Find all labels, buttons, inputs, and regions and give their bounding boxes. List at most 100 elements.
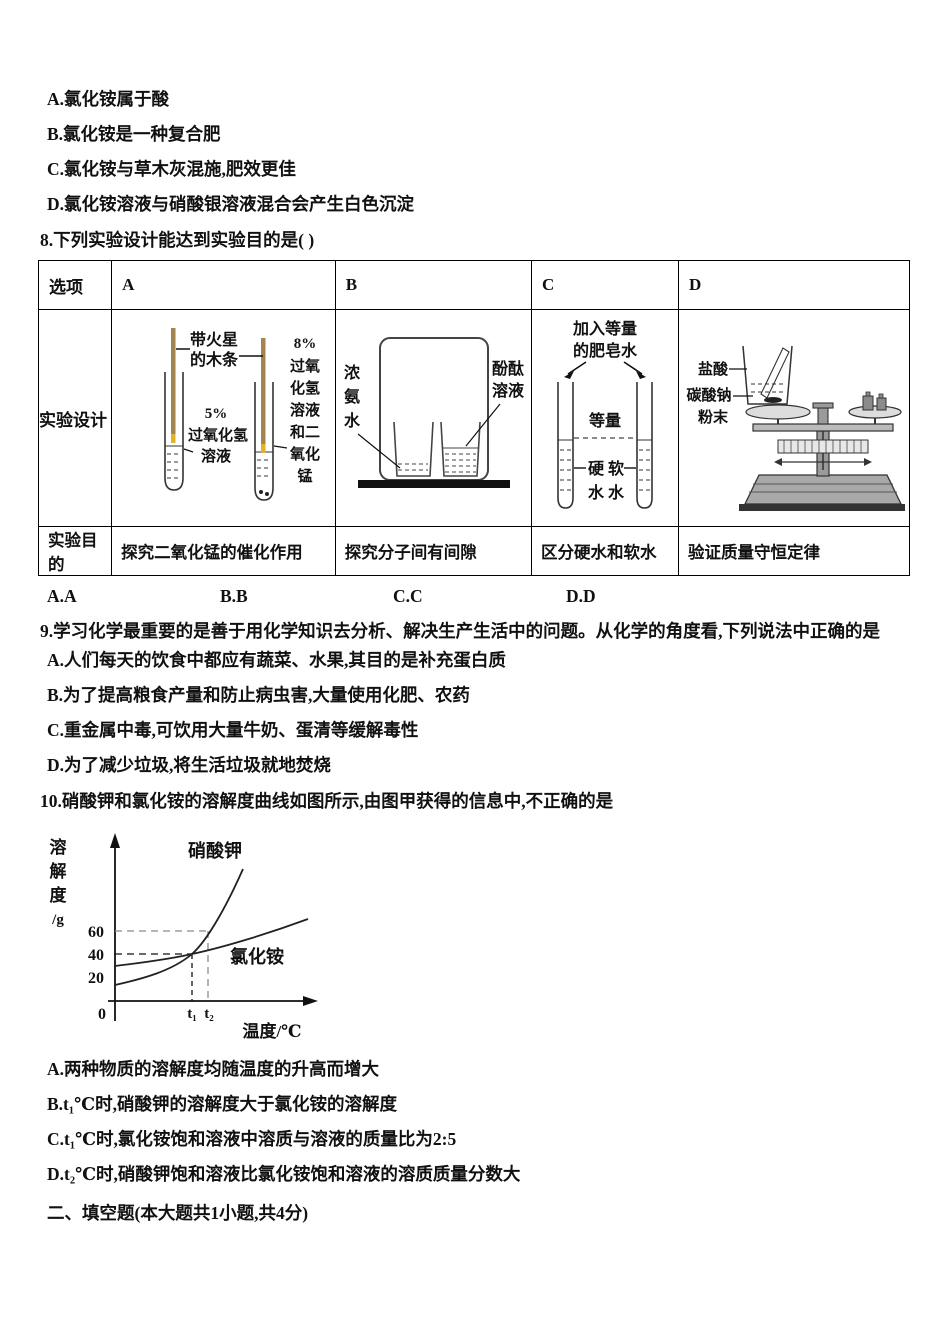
- q8-purpose-c: 区分硬水和软水: [531, 526, 679, 576]
- base-plate: [358, 480, 511, 488]
- beaker-phenolphthalein: [440, 421, 482, 477]
- ammonia-label-2: 氨: [344, 387, 360, 406]
- x-tick-t1: t₁: [187, 1006, 197, 1022]
- balance-pan-left: [745, 404, 811, 420]
- y-tick-20: 20: [88, 970, 104, 987]
- q8-answer-a: A.A: [47, 586, 77, 606]
- q10-option-a: A.两种物质的溶解度均随温度的升高而增大: [47, 1059, 380, 1079]
- left-reagent-pct: 5%: [205, 406, 228, 422]
- right-reagent-pct: 8%: [294, 336, 317, 352]
- curve-kno3: [114, 868, 244, 986]
- balance-fulcrum: [817, 407, 829, 425]
- q10-option-c: C.t₁℃时,氯化铵饱和溶液中溶质与溶液的质量比为2:5: [47, 1129, 457, 1149]
- splint-glow-right: [261, 444, 266, 453]
- right-reagent-l6: 氧化: [289, 445, 320, 463]
- arrow-right: [636, 371, 646, 379]
- exam-page: A.氯化铵属于酸 B.氯化铵是一种复合肥 C.氯化铵与草木灰混施,肥效更佳 D.…: [37, 90, 911, 1223]
- q8-header-a: A: [111, 260, 336, 310]
- beaker-ammonia: [393, 421, 435, 477]
- right-reagent-l3: 化氢: [290, 379, 320, 397]
- diagram-catalysis-svg: 带火星 的木条 5% 过氧化氢 溶液 8% 过氧 化氢 溶液 和二 氧化 锰: [164, 328, 321, 501]
- diagram-balance-svg: 盐酸 碳酸钠 粉末: [686, 345, 905, 511]
- mno2-dot: [265, 492, 270, 496]
- q10-stem: 10.硝酸钾和氯化铵的溶解度曲线如图所示,由图甲获得的信息中,不正确的是: [40, 791, 614, 811]
- phenolphthalein-label-1: 酚酞: [492, 359, 524, 378]
- diagram-diffusion-cell: 浓 氨 水 酚酞 溶液: [334, 309, 533, 527]
- q7-option-d: D.氯化铵溶液与硝酸银溶液混合会产生白色沉淀: [47, 194, 415, 214]
- balance-scale-ruler: [777, 439, 869, 454]
- q8-design-label: 实验设计: [37, 309, 113, 527]
- left-reagent-name: 过氧化氢: [188, 426, 248, 444]
- weight-1: [862, 395, 874, 411]
- y-axis-label-char3: 度: [50, 885, 68, 905]
- q8-header-c: C: [531, 260, 679, 310]
- carbonate-label: 碳酸钠: [686, 386, 731, 404]
- q8-purpose-d: 验证质量守恒定律: [677, 526, 911, 576]
- soap-label-2: 的肥皂水: [573, 341, 638, 360]
- q9-option-d: D.为了减少垃圾,将生活垃圾就地焚烧: [47, 755, 331, 775]
- q7-option-c: C.氯化铵与草木灰混施,肥效更佳: [47, 159, 296, 179]
- curve-nh4cl: [114, 918, 309, 967]
- right-reagent-l7: 锰: [298, 467, 313, 485]
- q7-option-b: B.氯化铵是一种复合肥: [47, 124, 221, 144]
- soft-water-tube: [636, 382, 653, 509]
- y-axis-label-char1: 溶: [50, 837, 67, 857]
- series-label-nh4cl: 氯化铵: [230, 946, 284, 967]
- soft-label-1: 软: [608, 459, 624, 478]
- q8-answer-b: B.B: [220, 586, 248, 606]
- q8-answer-d: D.D: [566, 586, 596, 606]
- acid-label: 盐酸: [698, 360, 729, 378]
- soft-label-2: 水: [608, 483, 625, 502]
- solubility-chart-svg: 溶 解 度 /g 硝酸钾 氯化铵 60 40 20 0 t₁ t₂ 温度/℃: [50, 833, 318, 1041]
- q10-option-b: B.t₁℃时,硝酸钾的溶解度大于氯化铵的溶解度: [47, 1094, 397, 1114]
- q7-options-block: A.氯化铵属于酸 B.氯化铵是一种复合肥 C.氯化铵与草木灰混施,肥效更佳 D.…: [38, 90, 910, 214]
- q8-header-d: D: [677, 260, 911, 310]
- q8-purpose-label: 实验目的: [37, 526, 113, 576]
- balance-base: [743, 474, 903, 505]
- hard-label-1: 硬: [588, 460, 605, 478]
- test-tube-right: [254, 382, 275, 501]
- x-axis-label: 温度/℃: [242, 1021, 301, 1041]
- y-axis-arrow: [110, 833, 120, 848]
- y-tick-60: 60: [88, 924, 104, 941]
- phenolphthalein-label-2: 溶液: [492, 381, 525, 400]
- powder-pile: [763, 397, 782, 403]
- ammonia-label-1: 浓: [344, 364, 361, 382]
- q10-option-d: D.t₂℃时,硝酸钾饱和溶液比氯化铵饱和溶液的溶质质量分数大: [47, 1164, 521, 1184]
- q8-table-header-row: 选项 A B C D: [37, 260, 911, 310]
- q10-options-block: A.两种物质的溶解度均随温度的升高而增大 B.t₁℃时,硝酸钾的溶解度大于氯化铵…: [38, 1060, 910, 1184]
- q9-stem: 9.学习化学最重要的是善于用化学知识去分析、解决生产生活中的问题。从化学的角度看…: [40, 621, 880, 641]
- q8-experiment-table: 选项 A B C D 实验设计: [37, 260, 911, 576]
- q8-answer-c: C.C: [393, 586, 423, 606]
- soap-label-1: 加入等量: [572, 319, 637, 338]
- series-label-kno3: 硝酸钾: [188, 840, 242, 861]
- y-tick-40: 40: [88, 947, 104, 964]
- balance-pan-right: [848, 405, 902, 419]
- q8-answer-row: A.A B.B C.C D.D: [38, 586, 910, 607]
- q8-header-option: 选项: [37, 260, 113, 310]
- x-tick-t2: t₂: [204, 1006, 214, 1022]
- diagram-catalysis-cell: 带火星 的木条 5% 过氧化氢 溶液 8% 过氧 化氢 溶液 和二 氧化 锰: [111, 309, 336, 527]
- splint-label-line2: 的木条: [190, 350, 239, 369]
- solubility-chart: 溶 解 度 /g 硝酸钾 氯化铵 60 40 20 0 t₁ t₂ 温度/℃: [40, 821, 910, 1048]
- equal-label: 等量: [588, 411, 621, 430]
- diagram-soapwater-svg: 加入等量 的肥皂水: [557, 319, 653, 509]
- origin-label: 0: [98, 1006, 106, 1023]
- q8-purpose-row: 实验目的 探究二氧化锰的催化作用 探究分子间有间隙 区分硬水和软水 验证质量守恒…: [37, 526, 911, 576]
- q7-option-a: A.氯化铵属于酸: [47, 89, 170, 109]
- q8-header-b: B: [334, 260, 533, 310]
- balance-foot: [738, 504, 905, 511]
- q9-option-b: B.为了提高粮食产量和防止病虫害,大量使用化肥、农药: [47, 685, 470, 705]
- powder-label: 粉末: [698, 408, 729, 426]
- wood-splint-left: [171, 328, 176, 436]
- q8-purpose-b: 探究分子间有间隙: [334, 526, 533, 576]
- q9-option-c: C.重金属中毒,可饮用大量牛奶、蛋清等缓解毒性: [47, 720, 419, 740]
- section2-heading: 二、填空题(本大题共1小题,共4分): [47, 1203, 309, 1223]
- right-reagent-l4: 溶液: [290, 401, 321, 419]
- splint-glow-left: [171, 434, 176, 443]
- q8-stem: 8.下列实验设计能达到实验目的是( ): [40, 230, 315, 250]
- ammonia-label-3: 水: [344, 411, 361, 430]
- hard-water-tube: [557, 382, 574, 509]
- left-reagent-name2: 溶液: [201, 447, 232, 465]
- y-axis-label-char2: 解: [50, 861, 67, 881]
